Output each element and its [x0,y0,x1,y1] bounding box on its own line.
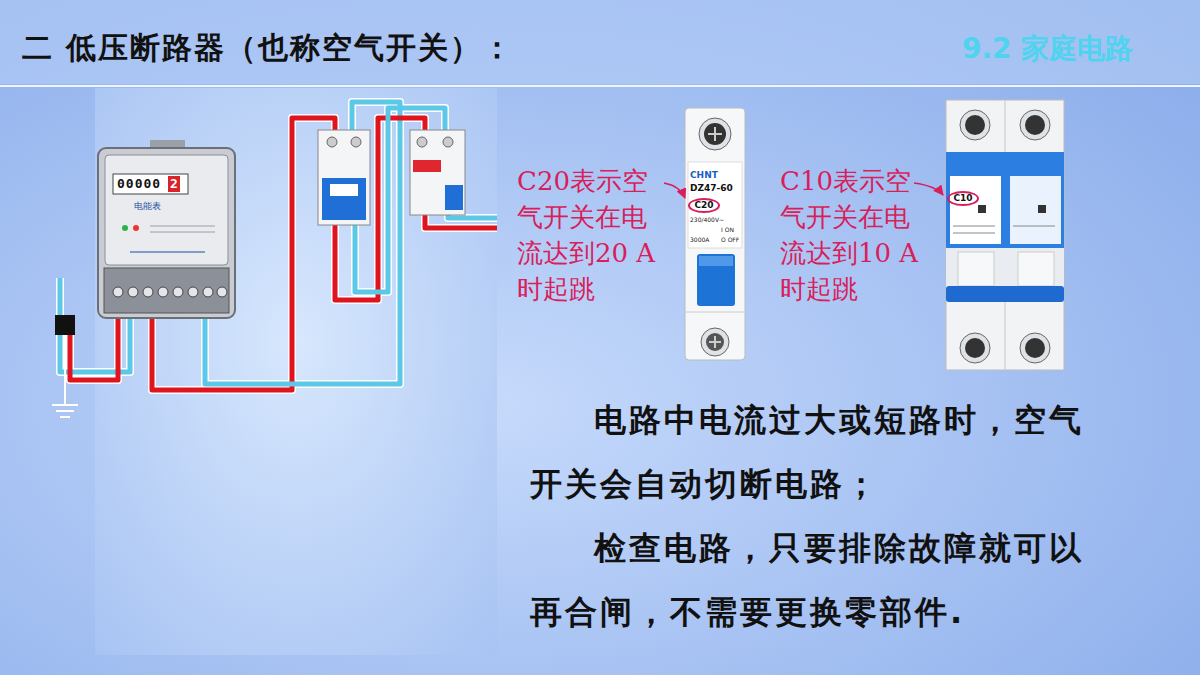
body-paragraph: 检查电路，只要排除故障就可以再合闸，不需要更换零部件. [530,516,1092,644]
illustration-panel [95,88,497,655]
body-paragraph: 电路中电流过大或短路时，空气开关会自动切断电路； [530,388,1092,516]
callout-note: C20表示空气开关在电流达到20 A时起跳 [517,163,659,307]
brand-mark: CHNT [690,170,718,180]
switch-marking: O OFF [721,236,739,243]
rating-circle: C20 [688,198,720,213]
double-breaker-photo [946,100,1064,370]
model-number: DZ47-60 [690,183,733,193]
voltage-rating: 230/400V~ [690,216,724,223]
section-tag: 9.2 家庭电路 [962,30,1133,68]
rating-code: C10 [953,193,972,203]
leader-arrow [914,183,943,195]
leader-arrow [664,183,685,198]
switch-marking: I ON [721,226,734,233]
energy-meter [98,140,235,318]
rating-circle: C10 [947,191,979,206]
breaker-photo [685,108,745,360]
leakage-breaker-icon [410,130,465,215]
wiring [60,102,497,390]
junction-box [55,315,75,335]
slide-title: 二 低压断路器（也称空气开关）： [22,28,514,69]
circuit-breaker: CHNT DZ47-60 230/400V~ 3000A I ON O OFF C20 [685,108,745,360]
meter-digit: 2 [168,176,180,192]
meter-digits: 00000 [117,176,161,192]
rating-code: C20 [694,200,713,210]
breaking-capacity: 3000A [690,236,709,243]
breaker-icon [318,130,370,225]
ground-symbol [52,335,78,417]
meter-name: 电能表 [134,200,161,213]
callout-note: C10表示空气开关在电流达到10 A时起跳 [780,163,922,307]
